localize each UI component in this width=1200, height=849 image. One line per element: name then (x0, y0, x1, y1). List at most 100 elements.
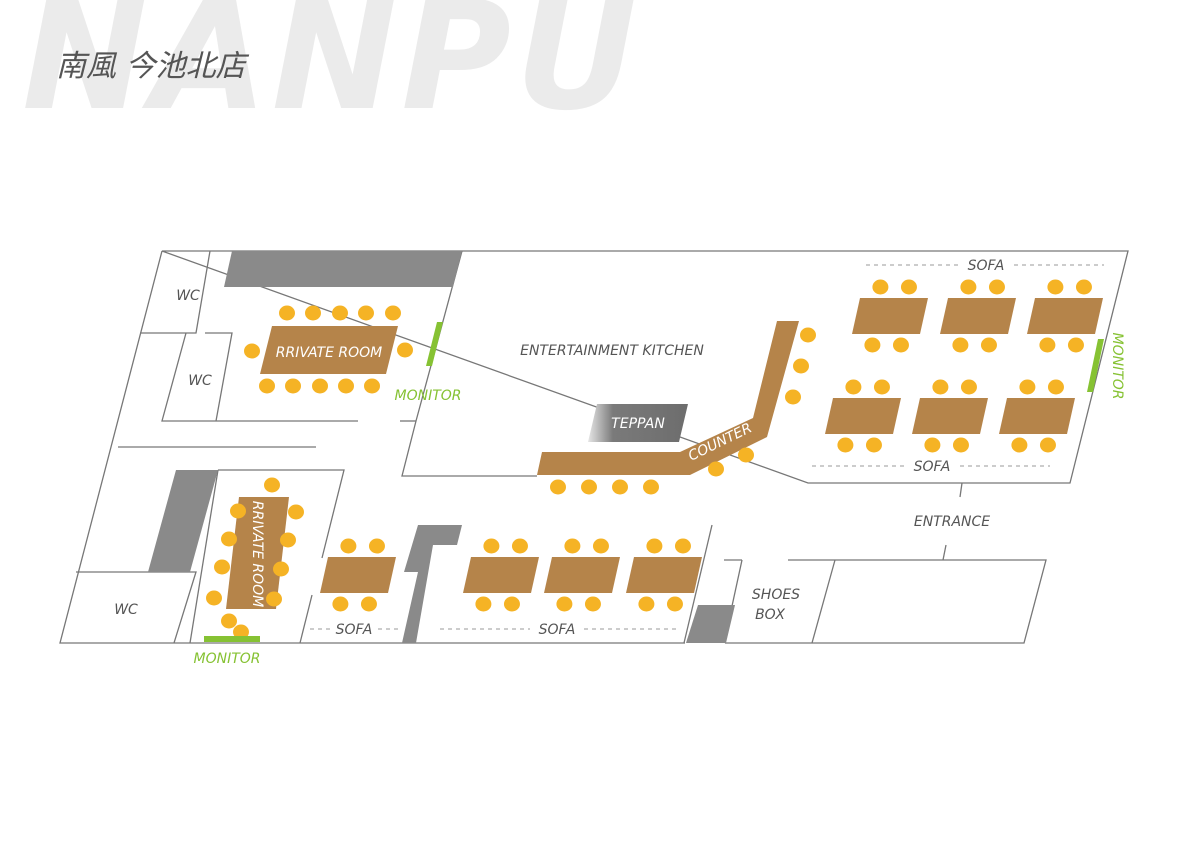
private-room-label: RRIVATE ROOM (249, 501, 265, 607)
seat (503, 596, 520, 612)
seat (385, 305, 401, 321)
monitor-label: MONITOR (1109, 333, 1125, 400)
seat (305, 305, 321, 321)
seat (738, 447, 754, 463)
inner-wall (811, 559, 836, 644)
seat (266, 591, 282, 607)
seat (612, 479, 628, 495)
counter (537, 321, 799, 475)
box-label: BOX (755, 607, 785, 623)
private-room-wall (189, 469, 219, 644)
seat (338, 378, 354, 394)
seat (483, 538, 500, 554)
seat (332, 596, 349, 612)
shoes-label: SHOES (752, 587, 800, 603)
seat (280, 532, 296, 548)
seat (900, 279, 917, 295)
seat (332, 305, 348, 321)
entrance-tick (959, 482, 963, 498)
seat (358, 305, 374, 321)
seat (837, 437, 854, 453)
brand-watermark: NANPU (22, 0, 641, 144)
seat (360, 596, 377, 612)
seat (845, 379, 862, 395)
seat (1075, 279, 1092, 295)
private-room-wall (218, 469, 345, 559)
dining-table (999, 398, 1075, 434)
monitor-screen (204, 636, 260, 642)
seat (221, 531, 237, 547)
outer-wall-left (59, 250, 685, 644)
dining-table (320, 557, 396, 593)
seat (952, 437, 969, 453)
dining-table (463, 557, 539, 593)
seat (988, 279, 1005, 295)
seat (674, 538, 691, 554)
seat (397, 342, 413, 358)
seat (584, 596, 601, 612)
seat (581, 479, 597, 495)
seat (666, 596, 683, 612)
seat (1047, 279, 1064, 295)
dining-table (912, 398, 988, 434)
seat (279, 305, 295, 321)
dining-table (544, 557, 620, 593)
seat (592, 538, 609, 554)
seat (244, 343, 260, 359)
sofa-label: SOFA (539, 622, 576, 638)
seat (206, 590, 222, 606)
seat (800, 327, 816, 343)
seat (865, 437, 882, 453)
outer-wall-bottom-right (725, 559, 1047, 644)
seat (873, 379, 890, 395)
seat (1039, 437, 1056, 453)
seat (340, 538, 357, 554)
sofa-label: SOFA (968, 258, 1005, 274)
seat (368, 538, 385, 554)
map-labels: WC WC WC ENTERTAINMENT KITCHEN ENTRANCE … (114, 258, 1004, 638)
seat (259, 378, 275, 394)
seat (892, 337, 909, 353)
private-room-label: RRIVATE ROOM (276, 345, 382, 361)
seat (364, 378, 380, 394)
seat (1047, 379, 1064, 395)
wc-wall (161, 332, 216, 422)
seat (1039, 337, 1056, 353)
seat (960, 379, 977, 395)
dining-table (940, 298, 1016, 334)
wall-block (686, 605, 735, 643)
entrance-label: ENTRANCE (914, 514, 990, 530)
seat (932, 379, 949, 395)
monitor-labels: MONITOR MONITOR MONITOR (194, 333, 1126, 668)
gray-wall-blocks (148, 251, 735, 643)
seat (785, 389, 801, 405)
seat (285, 378, 301, 394)
dining-table (825, 398, 901, 434)
private-room-table-upper (260, 326, 398, 374)
seat (550, 479, 566, 495)
seats (206, 279, 1092, 640)
entrance-tick (942, 544, 947, 561)
teppan-grill (588, 404, 688, 442)
wall-block (402, 525, 462, 643)
dining-tables (320, 298, 1103, 593)
monitor-label: MONITOR (395, 388, 462, 404)
monitor-label: MONITOR (194, 651, 261, 667)
dining-table (626, 557, 702, 593)
teppan-label: TEPPAN (611, 416, 665, 432)
seat (475, 596, 492, 612)
seat (1011, 437, 1028, 453)
monitor-screen (1087, 339, 1104, 392)
seat (980, 337, 997, 353)
seat (638, 596, 655, 612)
seat (708, 461, 724, 477)
seat (1019, 379, 1036, 395)
seat (872, 279, 889, 295)
seat (952, 337, 969, 353)
seat (288, 504, 304, 520)
seat (230, 503, 246, 519)
sofa-label: SOFA (914, 459, 951, 475)
private-room-table-lower (226, 497, 289, 609)
wall-block (148, 470, 218, 572)
